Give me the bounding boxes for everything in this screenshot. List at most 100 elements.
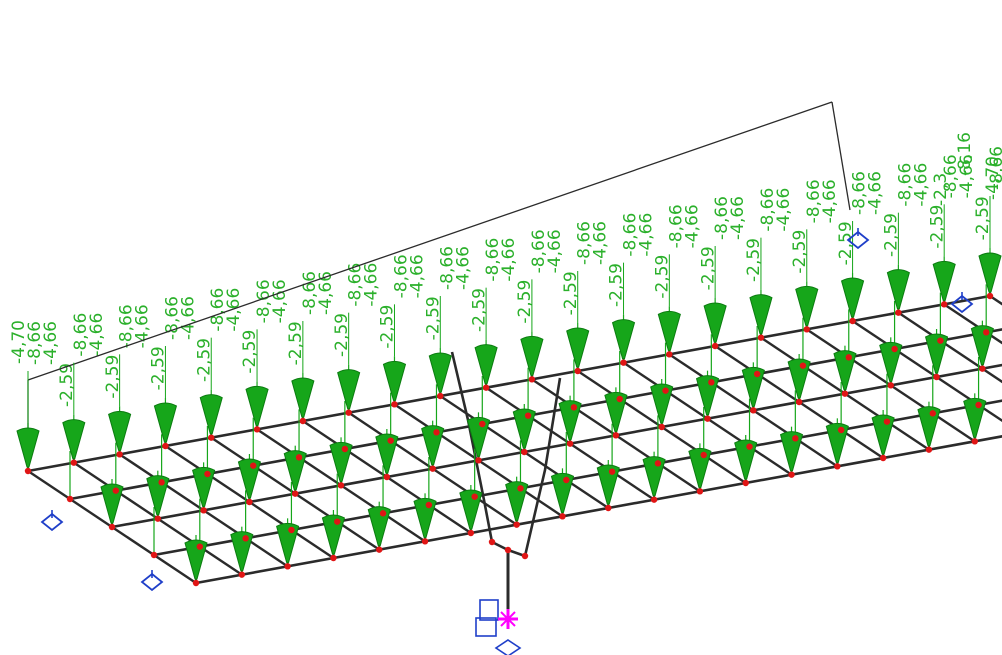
frame-node <box>383 473 391 481</box>
frame-node <box>200 507 207 514</box>
frame-node <box>387 437 394 444</box>
frame-node <box>196 543 204 550</box>
cone-body <box>703 302 727 343</box>
frame-node <box>482 384 490 391</box>
frame-nodes <box>24 292 994 587</box>
cone-body <box>283 450 307 491</box>
point-load-arrow <box>840 277 865 321</box>
frame-node <box>788 471 795 478</box>
load-label-top: -8,66 <box>437 246 457 290</box>
cone-body <box>520 335 544 376</box>
frame-node <box>284 563 291 570</box>
load-label-top: -8,66 <box>483 238 503 282</box>
load-label-bottom: -4,66 <box>820 179 840 223</box>
cone-body <box>146 475 170 516</box>
frame-node <box>654 460 662 467</box>
frame-node <box>841 390 849 397</box>
support-diamond <box>40 512 64 532</box>
load-label-row: -2,59 <box>744 238 764 282</box>
load-label-top: -8,66 <box>71 313 91 357</box>
base-diamond <box>494 639 522 655</box>
frame-node <box>433 429 440 436</box>
frame-node <box>429 465 436 472</box>
load-label-bottom: -4,66 <box>362 263 382 307</box>
frame-node <box>334 518 341 525</box>
cone-body <box>512 408 536 449</box>
load-label-row: -2,59 <box>240 330 260 374</box>
frame-node <box>299 417 307 425</box>
frame-node <box>696 488 704 495</box>
frame-node <box>295 454 303 461</box>
cone-body <box>329 441 353 482</box>
frame-node <box>834 463 841 470</box>
cone-body <box>321 514 346 555</box>
load-label-row: -2,59 <box>469 288 489 332</box>
load-label-row: -2,59 <box>653 255 673 299</box>
cone-body <box>833 350 857 391</box>
cone-body <box>337 369 361 410</box>
point-load-arrow <box>108 410 132 455</box>
frame-node <box>517 485 524 492</box>
load-label-bottom: -4,66 <box>270 279 290 323</box>
load-label-row: -2,59 <box>103 355 123 399</box>
load-label-row: -2,59 <box>973 196 993 240</box>
column-node <box>488 538 496 546</box>
frame-node <box>795 398 803 406</box>
point-load-arrow <box>245 385 269 430</box>
cone-body <box>428 352 452 393</box>
load-label-top: -8,66 <box>575 221 595 265</box>
cone-body <box>970 325 994 366</box>
cone-body <box>932 260 956 301</box>
upper-right-post <box>831 101 851 211</box>
frame-node <box>70 459 78 466</box>
cone-body <box>924 333 949 374</box>
frame-node <box>792 435 799 442</box>
load-label-row: -2,59 <box>515 280 535 324</box>
point-load-arrow <box>199 394 223 438</box>
point-load-arrow <box>291 377 315 421</box>
frame-node <box>933 373 940 381</box>
load-label-top: -8,66 <box>300 271 320 315</box>
load-label-bottom: -4,66 <box>316 271 336 315</box>
cone-body <box>566 327 590 368</box>
cone-body <box>741 366 765 407</box>
frame-node <box>425 501 433 509</box>
cone-body <box>886 269 910 310</box>
point-load-arrow <box>886 269 910 313</box>
cone-body <box>657 310 681 351</box>
frame-node <box>925 446 933 453</box>
base-block <box>475 617 497 637</box>
frame-node <box>521 448 528 456</box>
frame-node <box>162 442 169 450</box>
frame-node <box>937 337 944 344</box>
frame-node <box>746 443 753 450</box>
cone-body <box>695 375 720 416</box>
column-leg-left <box>450 351 509 552</box>
frame-node <box>154 515 162 522</box>
load-label-row: -2,59 <box>194 338 214 382</box>
origin-marker-icon <box>498 609 518 629</box>
frame-node <box>666 351 673 358</box>
point-load-arrow <box>153 402 178 446</box>
load-label-row: -2,59 <box>698 246 718 290</box>
cone-body <box>749 294 773 335</box>
point-load-arrow <box>62 419 86 463</box>
cone-body <box>276 522 300 563</box>
load-label-bottom: -4,66 <box>453 246 473 290</box>
frame-node <box>971 438 978 445</box>
point-load-arrow <box>474 344 498 388</box>
frame-node <box>711 342 719 350</box>
frame-longitudinal-beam <box>27 294 991 473</box>
point-load-arrow <box>382 360 407 405</box>
frame-node <box>66 495 74 503</box>
frame-node <box>475 457 482 464</box>
cone-body <box>413 497 437 538</box>
point-load-arrow <box>16 427 40 471</box>
frame-node <box>341 445 349 453</box>
frame-node <box>620 359 627 366</box>
frame-node <box>570 404 578 411</box>
cone-body <box>779 431 804 472</box>
cone-body <box>978 252 1002 293</box>
